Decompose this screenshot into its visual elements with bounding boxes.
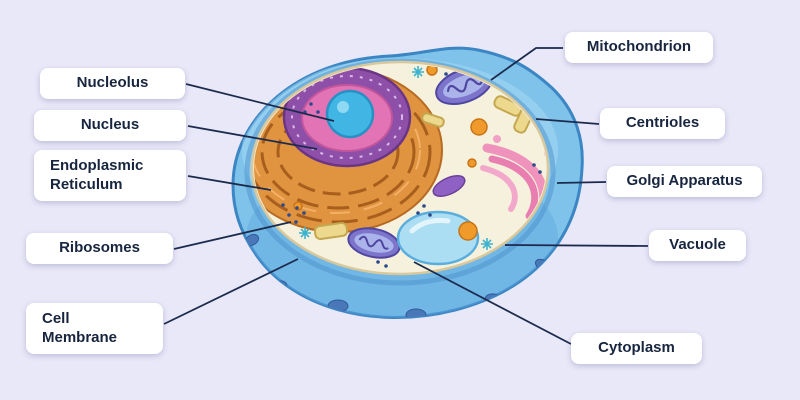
endoplasmic-reticulum-shape bbox=[254, 67, 443, 233]
leader-line-centrioles bbox=[535, 118, 600, 125]
label-mitochondrion: Mitochondrion bbox=[565, 32, 713, 63]
leader-line-cell-membrane bbox=[163, 258, 299, 325]
label-golgi-apparatus: Golgi Apparatus bbox=[607, 166, 762, 197]
label-endoplasmic-reticulum: Endoplasmic Reticulum bbox=[34, 150, 186, 201]
leader-line-nucleus bbox=[187, 125, 318, 150]
leader-line-ribosomes bbox=[173, 221, 292, 250]
nuclear-pores bbox=[291, 75, 403, 159]
label-cell-membrane: Cell Membrane bbox=[26, 303, 163, 354]
nucleus-inner bbox=[301, 84, 393, 152]
leader-line-cytoplasm bbox=[413, 261, 572, 345]
label-centrioles: Centrioles bbox=[600, 108, 725, 139]
star-specks bbox=[299, 66, 493, 250]
centrioles-shape bbox=[313, 95, 535, 241]
mitochondrion-shape-2 bbox=[347, 227, 401, 259]
label-ribosomes: Ribosomes bbox=[26, 233, 173, 264]
leader-line-golgi-apparatus bbox=[556, 181, 607, 184]
small-organelle bbox=[432, 175, 466, 197]
mitochondrion-shape-1 bbox=[435, 66, 493, 106]
ribosome-dots bbox=[281, 64, 542, 268]
leader-line-vacuole bbox=[504, 244, 649, 247]
bowl-rim bbox=[244, 58, 556, 286]
cell-shading bbox=[242, 58, 558, 318]
label-cytoplasm: Cytoplasm bbox=[571, 333, 702, 364]
leader-line-nucleolus bbox=[185, 83, 335, 122]
label-nucleolus: Nucleolus bbox=[40, 68, 185, 99]
leader-line-mitochondrion bbox=[490, 47, 563, 81]
leader-line-endoplasmic-reticulum bbox=[187, 175, 272, 191]
label-nucleus: Nucleus bbox=[34, 110, 186, 141]
golgi-apparatus-shape bbox=[480, 135, 546, 235]
nucleus-shape bbox=[282, 66, 412, 168]
label-vacuole: Vacuole bbox=[649, 230, 746, 261]
leader-lines bbox=[163, 47, 649, 345]
cytoplasm-area bbox=[250, 60, 550, 276]
membrane-spots bbox=[244, 233, 552, 318]
vacuole-shape bbox=[396, 210, 480, 266]
vesicles bbox=[293, 64, 488, 241]
cell-body bbox=[231, 46, 584, 319]
nucleolus-shape bbox=[325, 89, 375, 139]
